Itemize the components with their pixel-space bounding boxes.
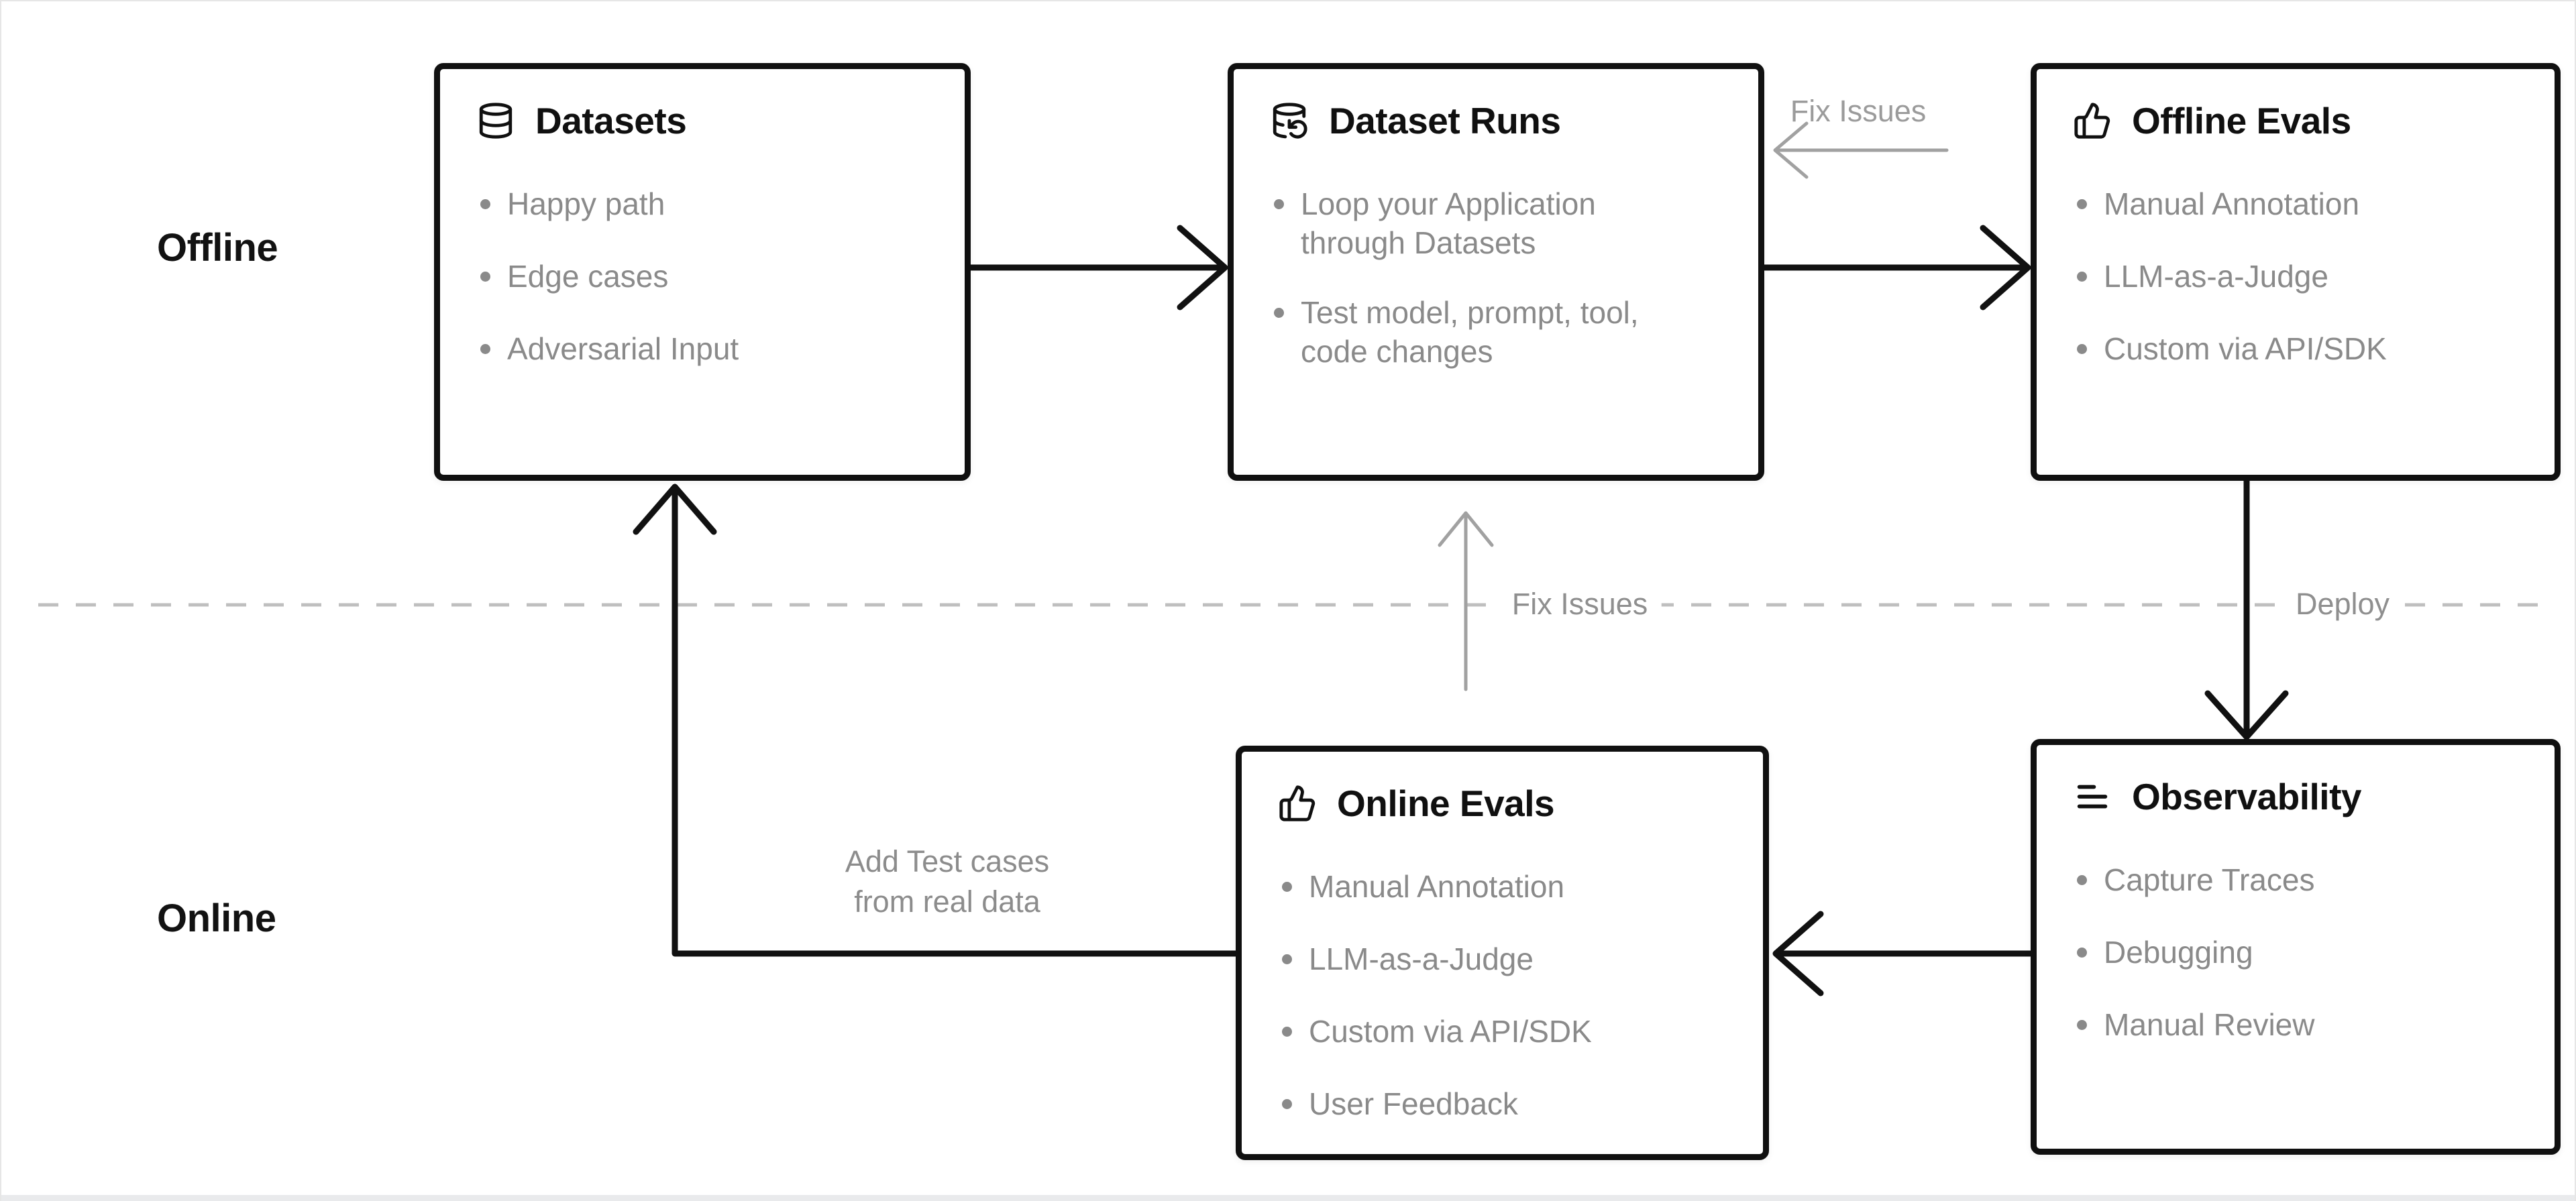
deploy-arrow [2204, 477, 2289, 740]
online-evals-list: Manual Annotation LLM-as-a-Judge Custom … [1278, 867, 1727, 1123]
thumbs-up-icon [1278, 784, 1317, 823]
datasets-title-row: Datasets [476, 99, 928, 143]
dataset-runs-title-row: Dataset Runs [1270, 99, 1722, 143]
online-evals-title-row: Online Evals [1278, 781, 1727, 825]
offline-evals-node: Offline Evals Manual Annotation LLM-as-a… [2031, 63, 2561, 481]
bullet-dot-icon [476, 257, 507, 296]
database-icon [476, 101, 515, 140]
bullet-dot-icon [476, 329, 507, 368]
datasets-to-dataset-runs-arrow [967, 225, 1228, 310]
bullet-dot-icon [1278, 1084, 1309, 1123]
offline-lane-label: Offline [157, 226, 278, 270]
online-evals-title: Online Evals [1337, 783, 1555, 824]
list-item: Custom via API/SDK [1278, 1012, 1727, 1051]
observability-list: Capture Traces Debugging Manual Review [2073, 860, 2518, 1044]
list-item: Happy path [476, 184, 928, 223]
bullet-dot-icon [2073, 1005, 2104, 1044]
bottom-edge-strip [1, 1195, 2575, 1201]
bullet-dot-icon [2073, 329, 2104, 368]
list-item: Custom via API/SDK [2073, 329, 2518, 368]
fix-issues-vertical-arrow [1438, 511, 1494, 691]
list-item: Test model, prompt, tool, code changes [1270, 293, 1722, 371]
offline-evals-title-row: Offline Evals [2073, 99, 2518, 143]
datasets-title: Datasets [535, 100, 687, 141]
bullet-dot-icon [1270, 293, 1301, 332]
list-item: Edge cases [476, 257, 928, 296]
list-item: Debugging [2073, 933, 2518, 972]
dataset-runs-title: Dataset Runs [1329, 100, 1561, 141]
list-item: Capture Traces [2073, 860, 2518, 899]
deploy-label: Deploy [2282, 587, 2404, 622]
list-item: Manual Review [2073, 1005, 2518, 1044]
datasets-node: Datasets Happy path Edge cases Adversari… [434, 63, 971, 481]
bullet-dot-icon [2073, 933, 2104, 972]
add-test-cases-line1: Add Test cases [845, 844, 1050, 878]
bullet-dot-icon [2073, 184, 2104, 223]
bullet-dot-icon [476, 184, 507, 223]
observability-to-online-evals-arrow [1772, 911, 2034, 996]
bullet-dot-icon [1278, 939, 1309, 978]
online-evals-to-datasets-arrow [633, 483, 1239, 957]
datasets-list: Happy path Edge cases Adversarial Input [476, 184, 928, 368]
add-test-cases-line2: from real data [854, 884, 1040, 919]
offline-evals-title: Offline Evals [2132, 100, 2351, 141]
fix-issues-top-arrow [1773, 121, 1949, 179]
online-lane-label: Online [157, 897, 276, 940]
observability-node: Observability Capture Traces Debugging M… [2031, 739, 2561, 1155]
dataset-runs-to-offline-evals-arrow [1761, 225, 2031, 310]
bullet-dot-icon [2073, 860, 2104, 899]
bullet-dot-icon [2073, 257, 2104, 296]
offline-evals-list: Manual Annotation LLM-as-a-Judge Custom … [2073, 184, 2518, 368]
list-item: LLM-as-a-Judge [2073, 257, 2518, 296]
fix-issues-divider-label: Fix Issues [1498, 587, 1662, 622]
bullet-dot-icon [1270, 184, 1301, 223]
dataset-runs-node: Dataset Runs Loop your Application throu… [1228, 63, 1764, 481]
list-item: Manual Annotation [2073, 184, 2518, 223]
list-item: LLM-as-a-Judge [1278, 939, 1727, 978]
thumbs-up-icon [2073, 101, 2112, 140]
fix-issues-top-label: Fix Issues [1790, 94, 1927, 128]
online-evals-node: Online Evals Manual Annotation LLM-as-a-… [1236, 746, 1769, 1160]
list-item: User Feedback [1278, 1084, 1727, 1123]
list-item: Manual Annotation [1278, 867, 1727, 906]
list-item: Adversarial Input [476, 329, 928, 368]
logs-icon [2073, 777, 2112, 816]
list-item: Loop your Application through Datasets [1270, 184, 1722, 262]
bullet-dot-icon [1278, 1012, 1309, 1051]
observability-title-row: Observability [2073, 775, 2518, 819]
observability-title: Observability [2132, 776, 2361, 817]
bullet-dot-icon [1278, 867, 1309, 906]
dataset-runs-list: Loop your Application through Datasets T… [1270, 184, 1722, 371]
database-refresh-icon [1270, 101, 1309, 140]
add-test-cases-label: Add Test cases from real data [845, 842, 1049, 922]
